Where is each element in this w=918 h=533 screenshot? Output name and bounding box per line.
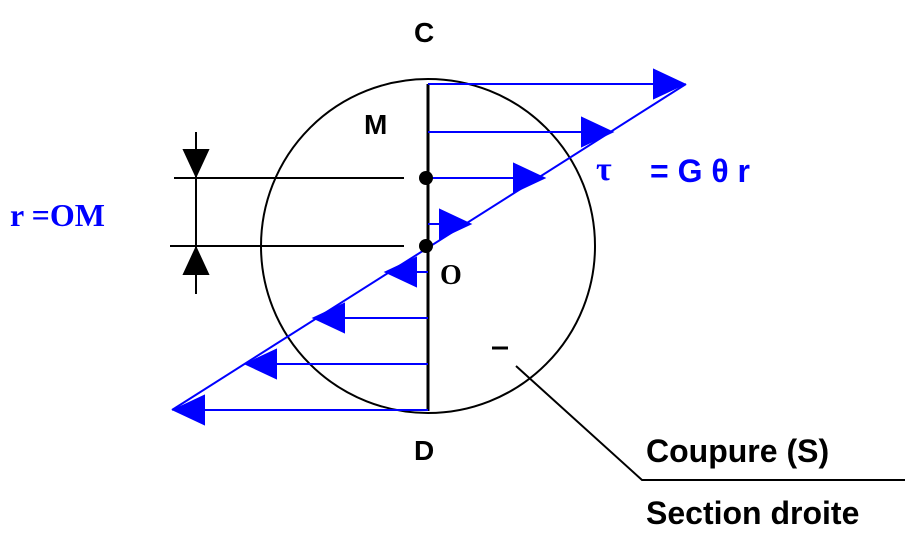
label-o: O [440,260,462,291]
label-section: Section droite [646,495,859,531]
arrowhead [243,348,277,380]
stress-arrows-upper [428,68,687,240]
label-tau: τ [596,151,612,188]
arrowhead [653,68,687,100]
label-c: C [414,17,434,48]
arrowhead [383,256,417,288]
radius-dimension [170,132,404,294]
dimension-arrow-top [182,149,210,179]
arrowhead [439,208,473,240]
arrowhead [513,162,547,194]
arrowhead [311,302,345,334]
stress-arrows-lower [171,256,428,426]
label-m: M [364,109,387,140]
arrowhead [171,394,205,426]
label-cut: Coupure (S) [646,433,829,469]
label-radius: r =OM [10,197,105,233]
label-formula: = G θ r [650,153,750,189]
section-leader [515,365,905,481]
point-m-dot [419,171,433,185]
label-d: D [414,435,434,466]
point-o-dot [419,239,433,253]
arrowhead [581,116,615,148]
dimension-arrow-bottom [182,245,210,275]
